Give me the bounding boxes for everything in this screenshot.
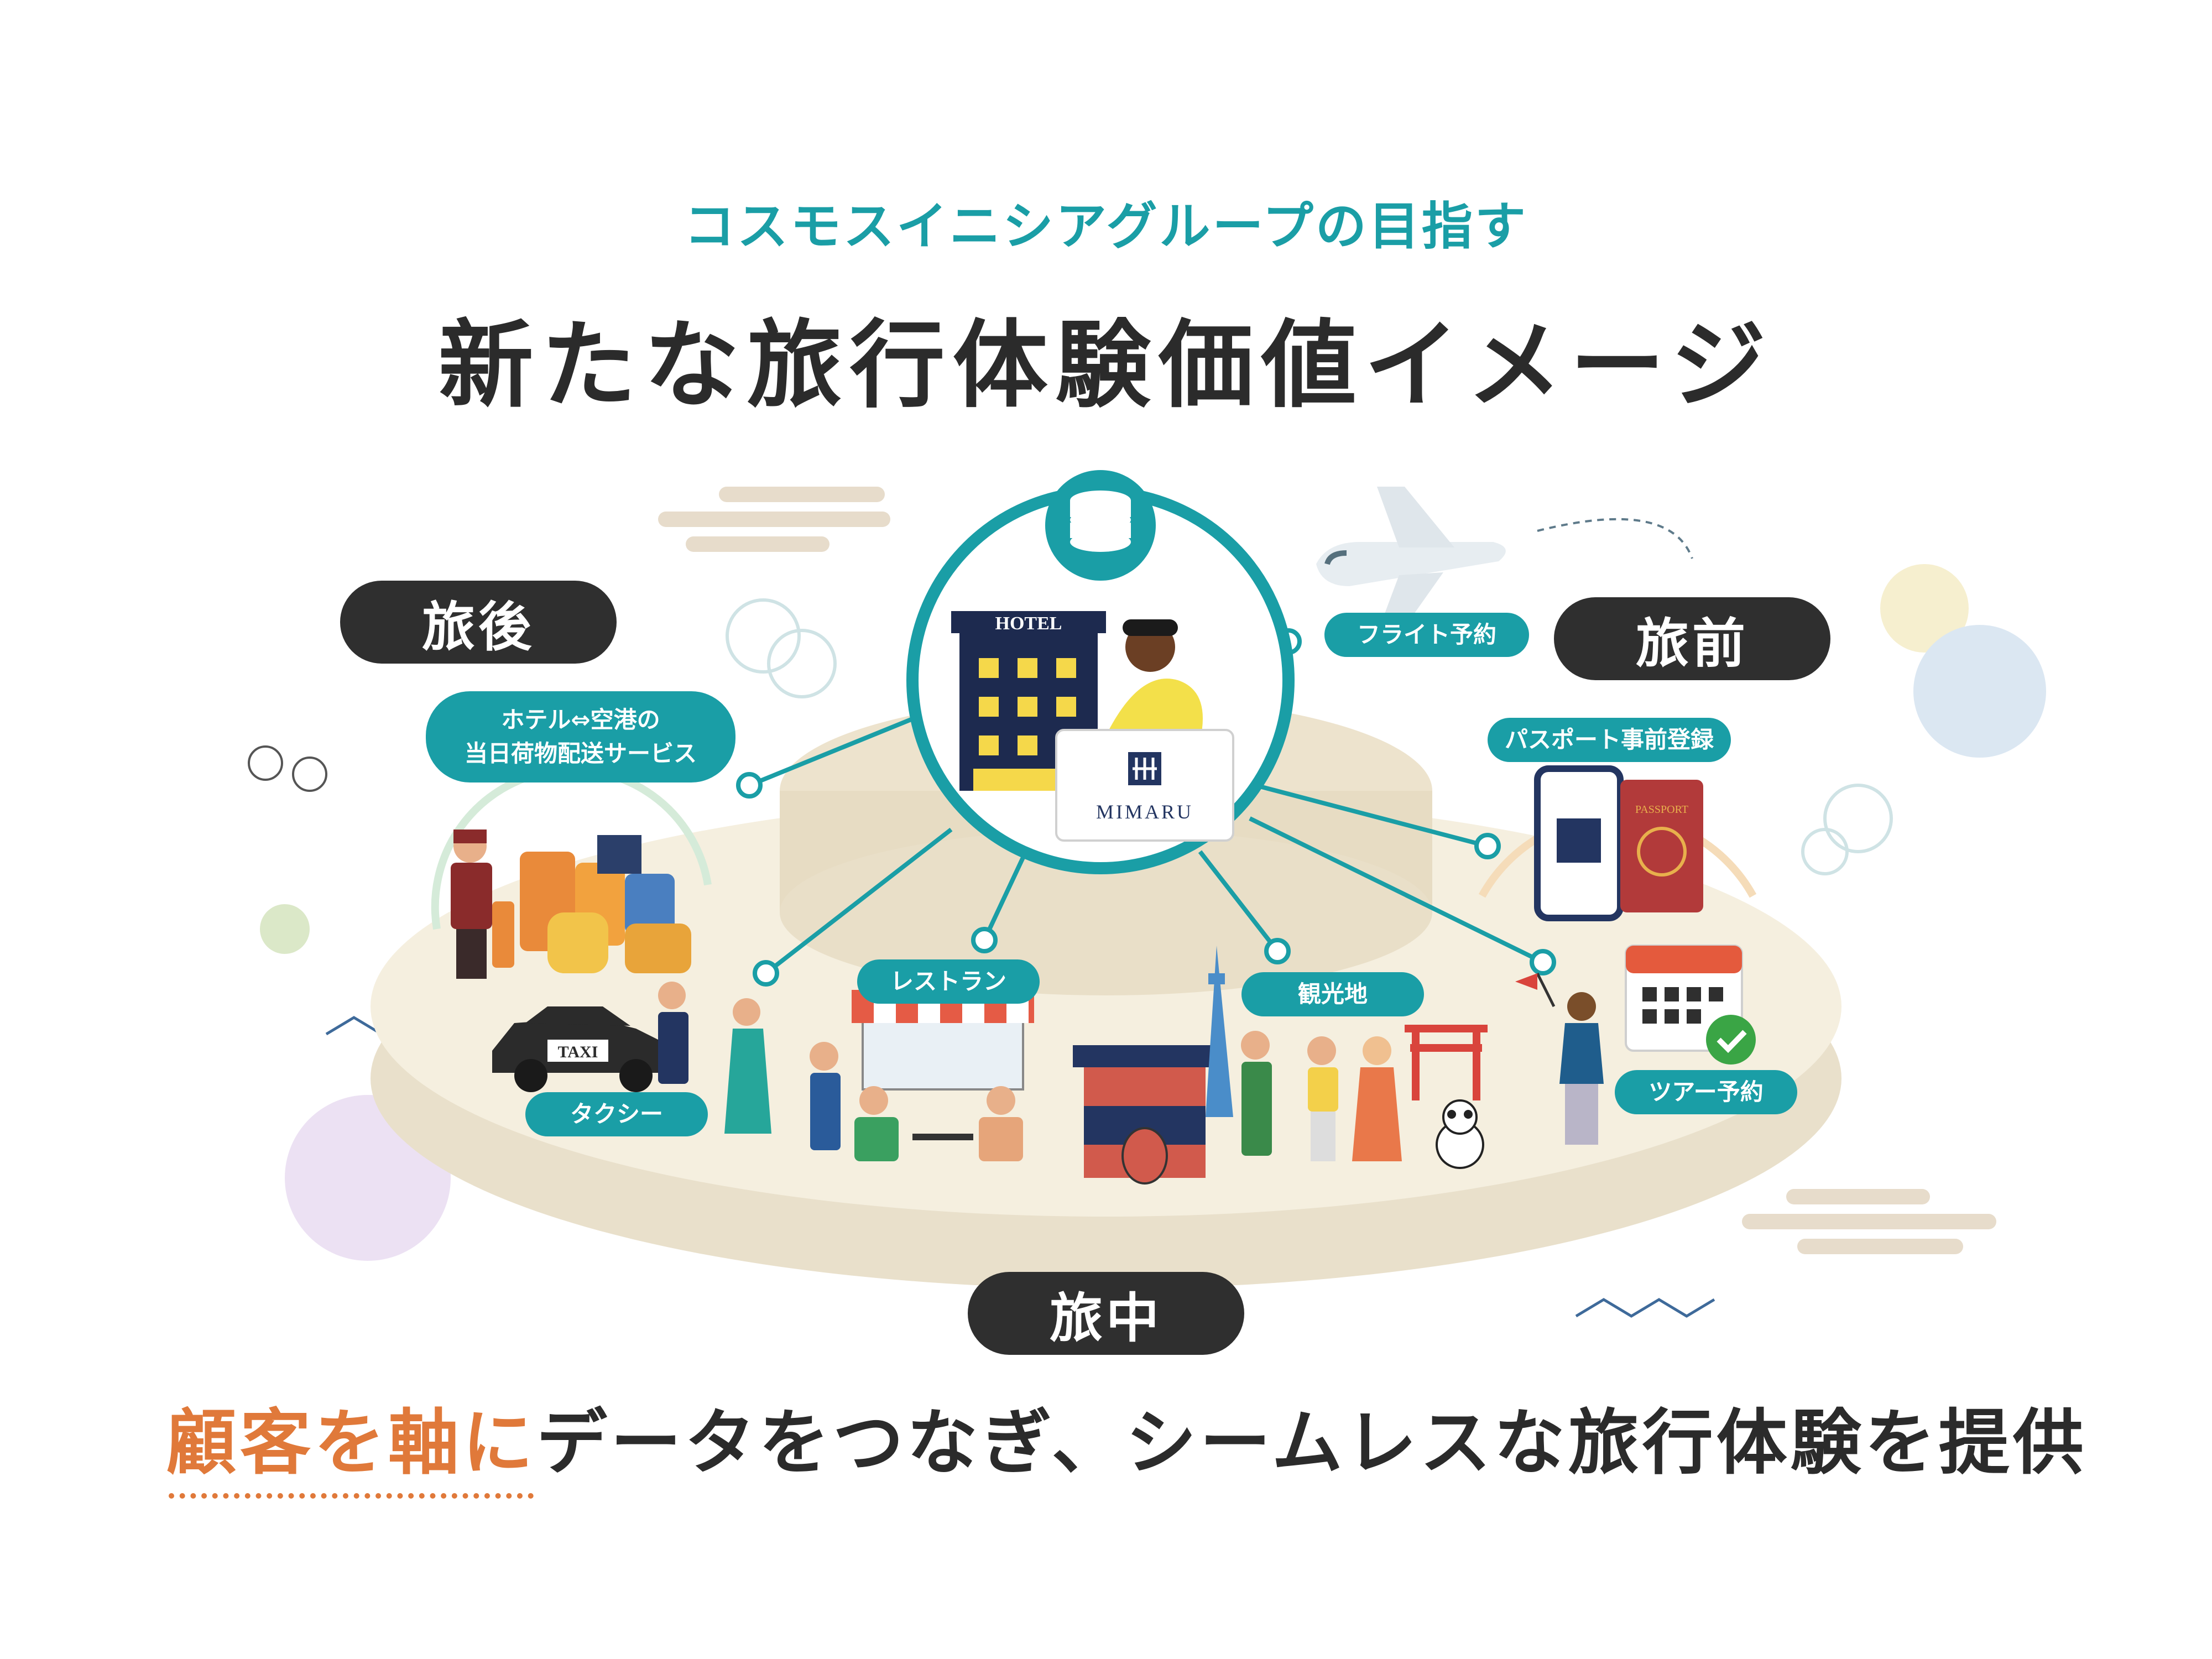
footer-rest: データをつなぎ、シームレスな旅行体験を提供 (536, 1402, 2087, 1484)
flower-decoration (248, 745, 327, 792)
calendar-icon (1625, 945, 1756, 1065)
deco-circle (1880, 564, 1969, 653)
taxi-car: TAXI (492, 1006, 669, 1092)
tag-passport-registration: パスポート事前登録 (1488, 718, 1731, 762)
tag-tour-booking: ツアー予約 (1615, 1070, 1797, 1114)
tag-restaurant: レストラン (857, 959, 1040, 1004)
tag-flight-booking: フライト予約 (1324, 613, 1529, 657)
hotel-staff-person (1106, 619, 1203, 741)
deco-circle (1801, 828, 1849, 875)
footer-accent: 顧客を軸に (166, 1402, 537, 1484)
bellhop-person (451, 830, 514, 979)
phase-during-badge: 旅中 (968, 1272, 1244, 1355)
tag-taxi: タクシー (525, 1092, 708, 1136)
deco-circle (726, 598, 801, 674)
traveler-woman (724, 998, 771, 1134)
diner-person-1 (854, 1086, 899, 1161)
mimaru-card: MIMARU (1055, 729, 1234, 842)
torii-gate (1405, 1025, 1488, 1100)
taxi-driver-person (658, 982, 688, 1084)
connector-lines (748, 640, 1544, 975)
diner-person-2 (979, 1086, 1023, 1161)
accent-underline (169, 1493, 534, 1499)
taxi-sign-text: TAXI (558, 1043, 598, 1061)
skytree-tower (1206, 946, 1233, 1117)
deco-circle (767, 629, 837, 698)
phase-after-badge: 旅後 (340, 581, 617, 664)
page-title: 新たな旅行体験価値イメージ (438, 310, 1774, 421)
sensoji-temple (1073, 1045, 1217, 1185)
restaurant-storefront (852, 990, 1034, 1091)
hotel-sign-text: HOTEL (995, 613, 1062, 634)
flight-path (1537, 518, 1693, 559)
tour-guide-person (1515, 972, 1604, 1145)
phone-with-mimaru (1534, 765, 1624, 921)
zigzag-decoration (1575, 1298, 1715, 1318)
airplane-icon (1316, 487, 1506, 619)
waiter-person (810, 1042, 841, 1150)
subtitle: コスモスイニシアグループの目指す (684, 197, 1528, 256)
database-icon (1070, 491, 1131, 552)
deco-circle (260, 904, 310, 954)
phase-before-badge: 旅前 (1554, 597, 1830, 680)
footer-statement: 顧客を軸にデータをつなぎ、シームレスな旅行体験を提供 (166, 1385, 2087, 1488)
deco-circle (1913, 625, 2046, 758)
luggage-group (520, 835, 691, 973)
cloud-decoration-top (658, 487, 890, 552)
panda-mascot (1436, 1099, 1484, 1169)
card-brand-text: MIMARU (1096, 801, 1193, 823)
cloud-decoration-bottom (1742, 1189, 1996, 1254)
passport-label-text: PASSPORT (1635, 804, 1688, 816)
tag-sightseeing: 観光地 (1241, 972, 1424, 1016)
sightseeing-people (1241, 1031, 1402, 1161)
cafe-table (912, 1134, 973, 1140)
deco-circle (1823, 784, 1893, 853)
passport-icon: PASSPORT (1620, 780, 1703, 912)
tag-luggage-delivery: ホテル⇔空港の 当日荷物配送サービス (426, 691, 735, 782)
